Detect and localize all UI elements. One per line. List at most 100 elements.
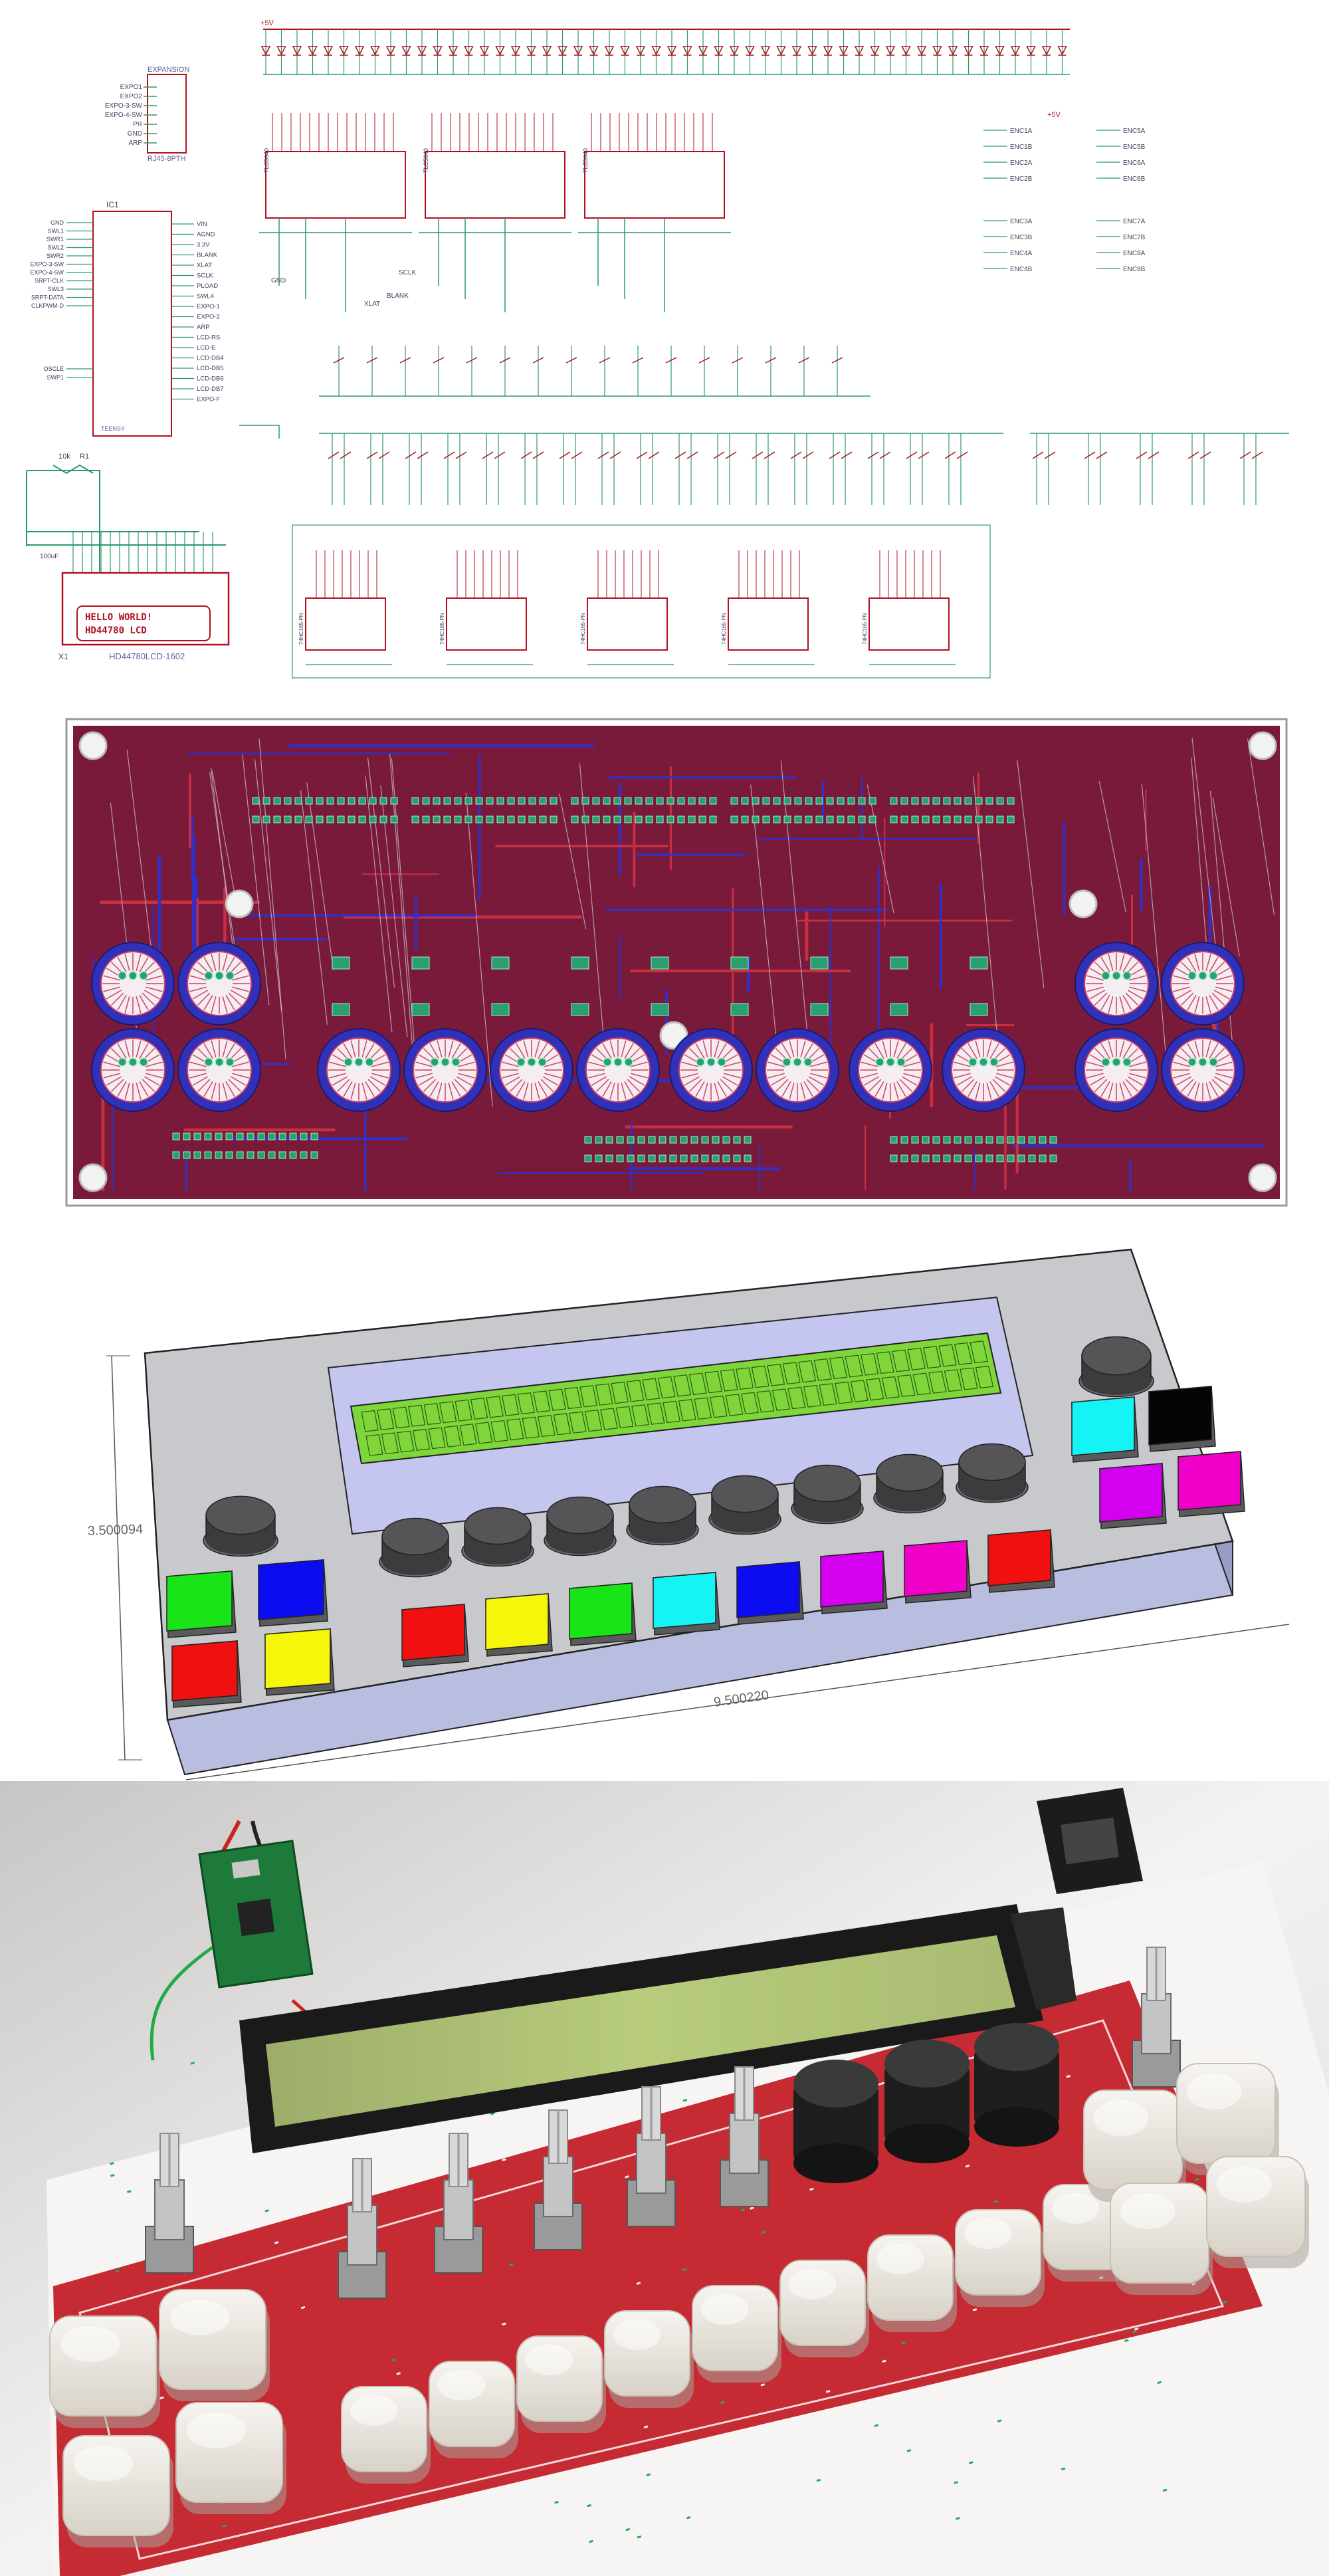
lcd-cell	[626, 1380, 645, 1402]
lcd-cell	[486, 1396, 504, 1418]
ic-pad	[744, 1136, 752, 1144]
smd-pad	[810, 1003, 829, 1016]
ic-pad	[985, 1154, 993, 1162]
switch-symbol	[632, 357, 644, 364]
lcd-cell	[474, 1422, 493, 1444]
ic-pad	[722, 1136, 730, 1144]
ic-pad	[613, 815, 621, 823]
expansion-pin-label: EXPO-4-SW	[105, 112, 143, 119]
ic-pad	[528, 815, 536, 823]
board-pad	[554, 2500, 559, 2504]
led-symbol	[839, 46, 849, 56]
ic-pad	[698, 815, 706, 823]
led-symbol	[682, 46, 692, 56]
mcu-pin-label: GND	[51, 219, 64, 226]
tlc5940-chip	[584, 151, 725, 219]
board-pad	[380, 2143, 385, 2147]
ic-pad	[722, 1154, 730, 1162]
lcd-cell	[709, 1395, 728, 1418]
ic-pad	[284, 797, 292, 805]
ic-pad	[985, 815, 993, 823]
ic-pad	[890, 1154, 898, 1162]
right-button	[1071, 1396, 1139, 1463]
mounting-hole	[1248, 731, 1277, 760]
ic-pad	[1007, 797, 1015, 805]
encoder-net-label: ENC1B	[1010, 144, 1033, 151]
left-button	[171, 1640, 242, 1708]
ic-pad	[379, 815, 387, 823]
lcd-cell	[876, 1351, 894, 1374]
ic-pad	[236, 1151, 244, 1159]
row-button	[569, 1582, 637, 1646]
lcd-part: HD44780LCD-1602	[109, 651, 185, 661]
ic-pad	[773, 797, 781, 805]
pcb-ic-pads	[172, 797, 1057, 1162]
switch-symbol	[499, 357, 511, 364]
board-pad	[972, 2308, 977, 2311]
ic-pad	[443, 815, 451, 823]
knob	[203, 1495, 278, 1557]
ic-pad	[709, 797, 717, 805]
mcu-pin-label: EXPO-1	[197, 303, 220, 310]
smd-pad	[970, 1003, 988, 1016]
led-symbol	[339, 46, 349, 56]
switch-symbol	[433, 357, 445, 364]
led-symbol	[745, 46, 755, 56]
encoder-switch-symbol	[559, 451, 571, 459]
smd-pad	[332, 1003, 350, 1016]
ic-pad	[815, 797, 823, 805]
led-symbol	[292, 46, 302, 56]
shift-register-chip	[305, 597, 386, 651]
board-pad	[1124, 2339, 1129, 2343]
row-button	[485, 1593, 553, 1657]
black-knob	[974, 2023, 1059, 2147]
encoder-switch-symbol	[1084, 451, 1096, 459]
render-knobs	[203, 1336, 1154, 1578]
photo-canvas	[0, 1781, 1329, 2576]
ic-pad	[215, 1132, 223, 1140]
ic-pad	[964, 1154, 972, 1162]
ic-pad	[680, 1136, 688, 1144]
led-symbol	[651, 46, 661, 56]
led-symbol	[948, 46, 958, 56]
lcd-cell	[553, 1413, 571, 1436]
ic-pad	[996, 815, 1004, 823]
encoder-net-label: ENC8A	[1123, 250, 1146, 257]
left-button	[264, 1628, 335, 1696]
ic-pad	[411, 815, 419, 823]
ic-pad	[712, 1136, 720, 1144]
led-symbol	[464, 46, 474, 56]
photo-lcd	[239, 1904, 1076, 2153]
ic-pad	[289, 1132, 297, 1140]
ic-pad	[656, 815, 664, 823]
lcd-module: HELLO WORLD! HD44780 LCD X1 HD44780LCD-1…	[27, 531, 230, 661]
ic-pad	[627, 1154, 635, 1162]
ic-pad	[773, 815, 781, 823]
lcd-cell	[673, 1374, 691, 1397]
lcd-cell	[459, 1424, 477, 1446]
smd-pad	[810, 956, 829, 970]
ic-pad	[454, 815, 462, 823]
3d-render-panel: 3.500094 9.500220	[0, 1223, 1329, 1781]
ic-pad	[932, 797, 940, 805]
lcd-cell	[647, 1402, 665, 1425]
ic-pad	[613, 797, 621, 805]
board-pad	[1134, 2327, 1139, 2331]
left-button	[258, 1559, 328, 1627]
encoder-switch-symbol	[636, 451, 648, 459]
board-pad	[589, 2539, 593, 2543]
ic-pad	[922, 1136, 930, 1144]
shift-register-chip	[446, 597, 527, 651]
ic-pad	[762, 815, 770, 823]
ic-pad	[943, 797, 951, 805]
lcd-cell	[694, 1397, 712, 1420]
ic-pad	[837, 797, 845, 805]
ic-pad	[273, 797, 281, 805]
ic-pad	[890, 815, 898, 823]
led-symbol	[807, 46, 817, 56]
ic-pad	[310, 1151, 318, 1159]
mcu-pin-label: SWR2	[47, 253, 64, 259]
knob	[873, 1453, 946, 1514]
board-pad	[761, 2230, 766, 2234]
ic-pad	[616, 1136, 624, 1144]
